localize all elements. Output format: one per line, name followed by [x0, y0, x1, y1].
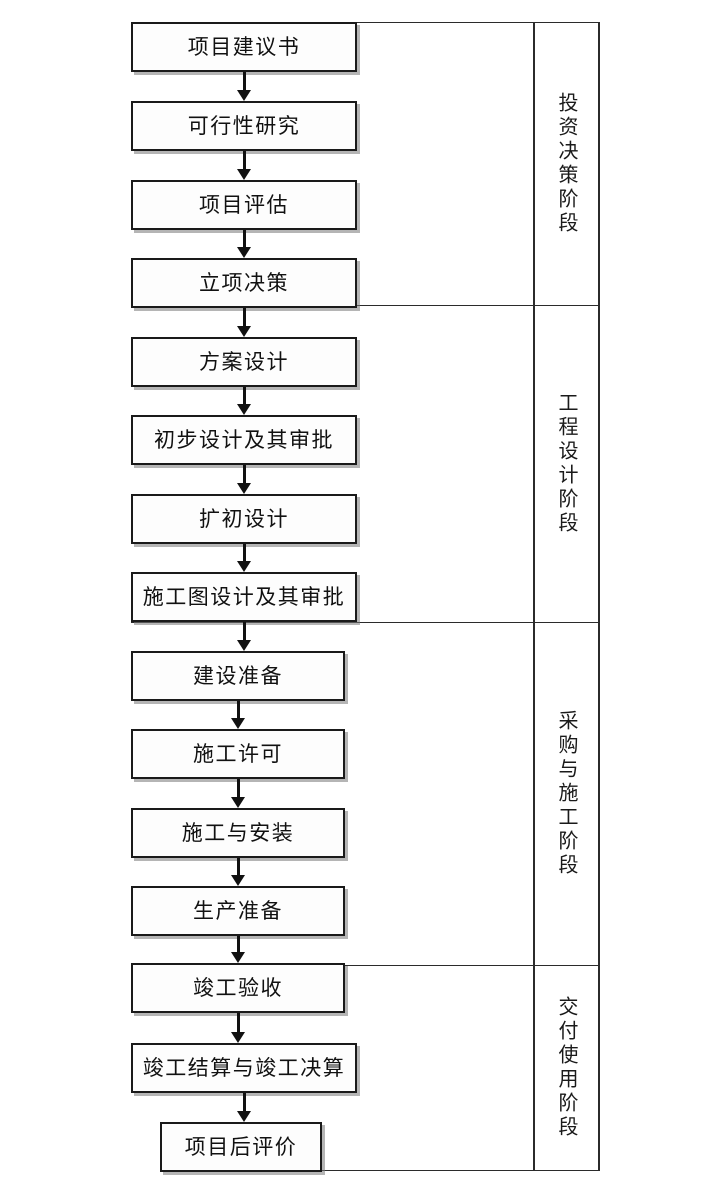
process-node-label: 施工许可 [193, 741, 283, 766]
arrowhead-icon [237, 326, 251, 337]
process-node-label: 方案设计 [199, 349, 289, 374]
arrowhead-icon [237, 169, 251, 180]
process-node[interactable]: 可行性研究 [131, 101, 357, 151]
frame-divider-1 [131, 305, 600, 306]
process-node-label: 立项决策 [199, 270, 289, 295]
arrowhead-icon [237, 404, 251, 415]
process-node[interactable]: 生产准备 [131, 886, 345, 936]
frame-top-line [131, 22, 600, 23]
arrowhead-icon [237, 561, 251, 572]
process-node-label: 施工图设计及其审批 [142, 584, 346, 609]
process-node-label: 项目评估 [199, 192, 289, 217]
arrow-connector [237, 1013, 240, 1034]
arrowhead-icon [231, 718, 245, 729]
arrowhead-icon [237, 247, 251, 258]
arrow-connector [243, 151, 246, 171]
arrow-connector [243, 387, 246, 406]
arrow-connector [243, 544, 246, 563]
arrow-connector [243, 1093, 246, 1113]
arrowhead-icon [231, 797, 245, 808]
process-node[interactable]: 施工图设计及其审批 [131, 572, 357, 622]
arrow-connector [237, 936, 240, 954]
arrowhead-icon [231, 1032, 245, 1043]
arrowhead-icon [237, 640, 251, 651]
process-node-label: 竣工结算与竣工决算 [142, 1055, 346, 1080]
stage-label-3: 采购与施工阶段 [555, 709, 577, 878]
process-node[interactable]: 方案设计 [131, 337, 357, 387]
arrow-connector [243, 230, 246, 249]
process-node-label: 竣工验收 [193, 975, 283, 1000]
process-node[interactable]: 立项决策 [131, 258, 357, 308]
process-node[interactable]: 建设准备 [131, 651, 345, 701]
process-node[interactable]: 竣工结算与竣工决算 [131, 1043, 357, 1093]
process-node-label: 初步设计及其审批 [154, 427, 334, 452]
arrowhead-icon [231, 875, 245, 886]
process-node[interactable]: 竣工验收 [131, 963, 345, 1013]
process-node-label: 扩初设计 [199, 506, 289, 531]
frame-stage-column-line [533, 22, 535, 1171]
process-node[interactable]: 扩初设计 [131, 494, 357, 544]
process-node[interactable]: 项目评估 [131, 180, 357, 230]
process-node-label: 建设准备 [193, 663, 283, 688]
process-node[interactable]: 项目建议书 [131, 22, 357, 72]
process-node-label: 项目建议书 [187, 34, 301, 59]
frame-divider-3 [131, 965, 600, 966]
arrow-connector [243, 308, 246, 328]
frame-right-line [598, 22, 600, 1171]
arrow-connector [243, 465, 246, 485]
process-node-label: 可行性研究 [187, 113, 301, 138]
process-node-label: 施工与安装 [181, 820, 295, 845]
stage-cell-2: 工程设计阶段 [535, 305, 598, 622]
process-node[interactable]: 项目后评价 [160, 1122, 322, 1172]
process-node[interactable]: 施工与安装 [131, 808, 345, 858]
stage-cell-4: 交付使用阶段 [535, 965, 598, 1170]
arrow-connector [237, 701, 240, 720]
arrowhead-icon [237, 90, 251, 101]
stage-cell-1: 投资决策阶段 [535, 22, 598, 305]
process-node[interactable]: 施工许可 [131, 729, 345, 779]
arrowhead-icon [237, 1111, 251, 1122]
stage-label-2: 工程设计阶段 [555, 391, 577, 536]
arrow-connector [243, 622, 246, 642]
arrow-connector [237, 858, 240, 877]
stage-cell-3: 采购与施工阶段 [535, 622, 598, 965]
arrow-connector [237, 779, 240, 799]
process-node-label: 项目后评价 [184, 1134, 298, 1159]
arrowhead-icon [237, 483, 251, 494]
process-node[interactable]: 初步设计及其审批 [131, 415, 357, 465]
process-node-label: 生产准备 [193, 898, 283, 923]
arrow-connector [243, 72, 246, 92]
stage-label-4: 交付使用阶段 [555, 995, 577, 1140]
arrowhead-icon [231, 952, 245, 963]
frame-divider-2 [131, 622, 600, 623]
frame-bottom-line [322, 1170, 600, 1171]
stage-label-1: 投资决策阶段 [555, 91, 577, 236]
